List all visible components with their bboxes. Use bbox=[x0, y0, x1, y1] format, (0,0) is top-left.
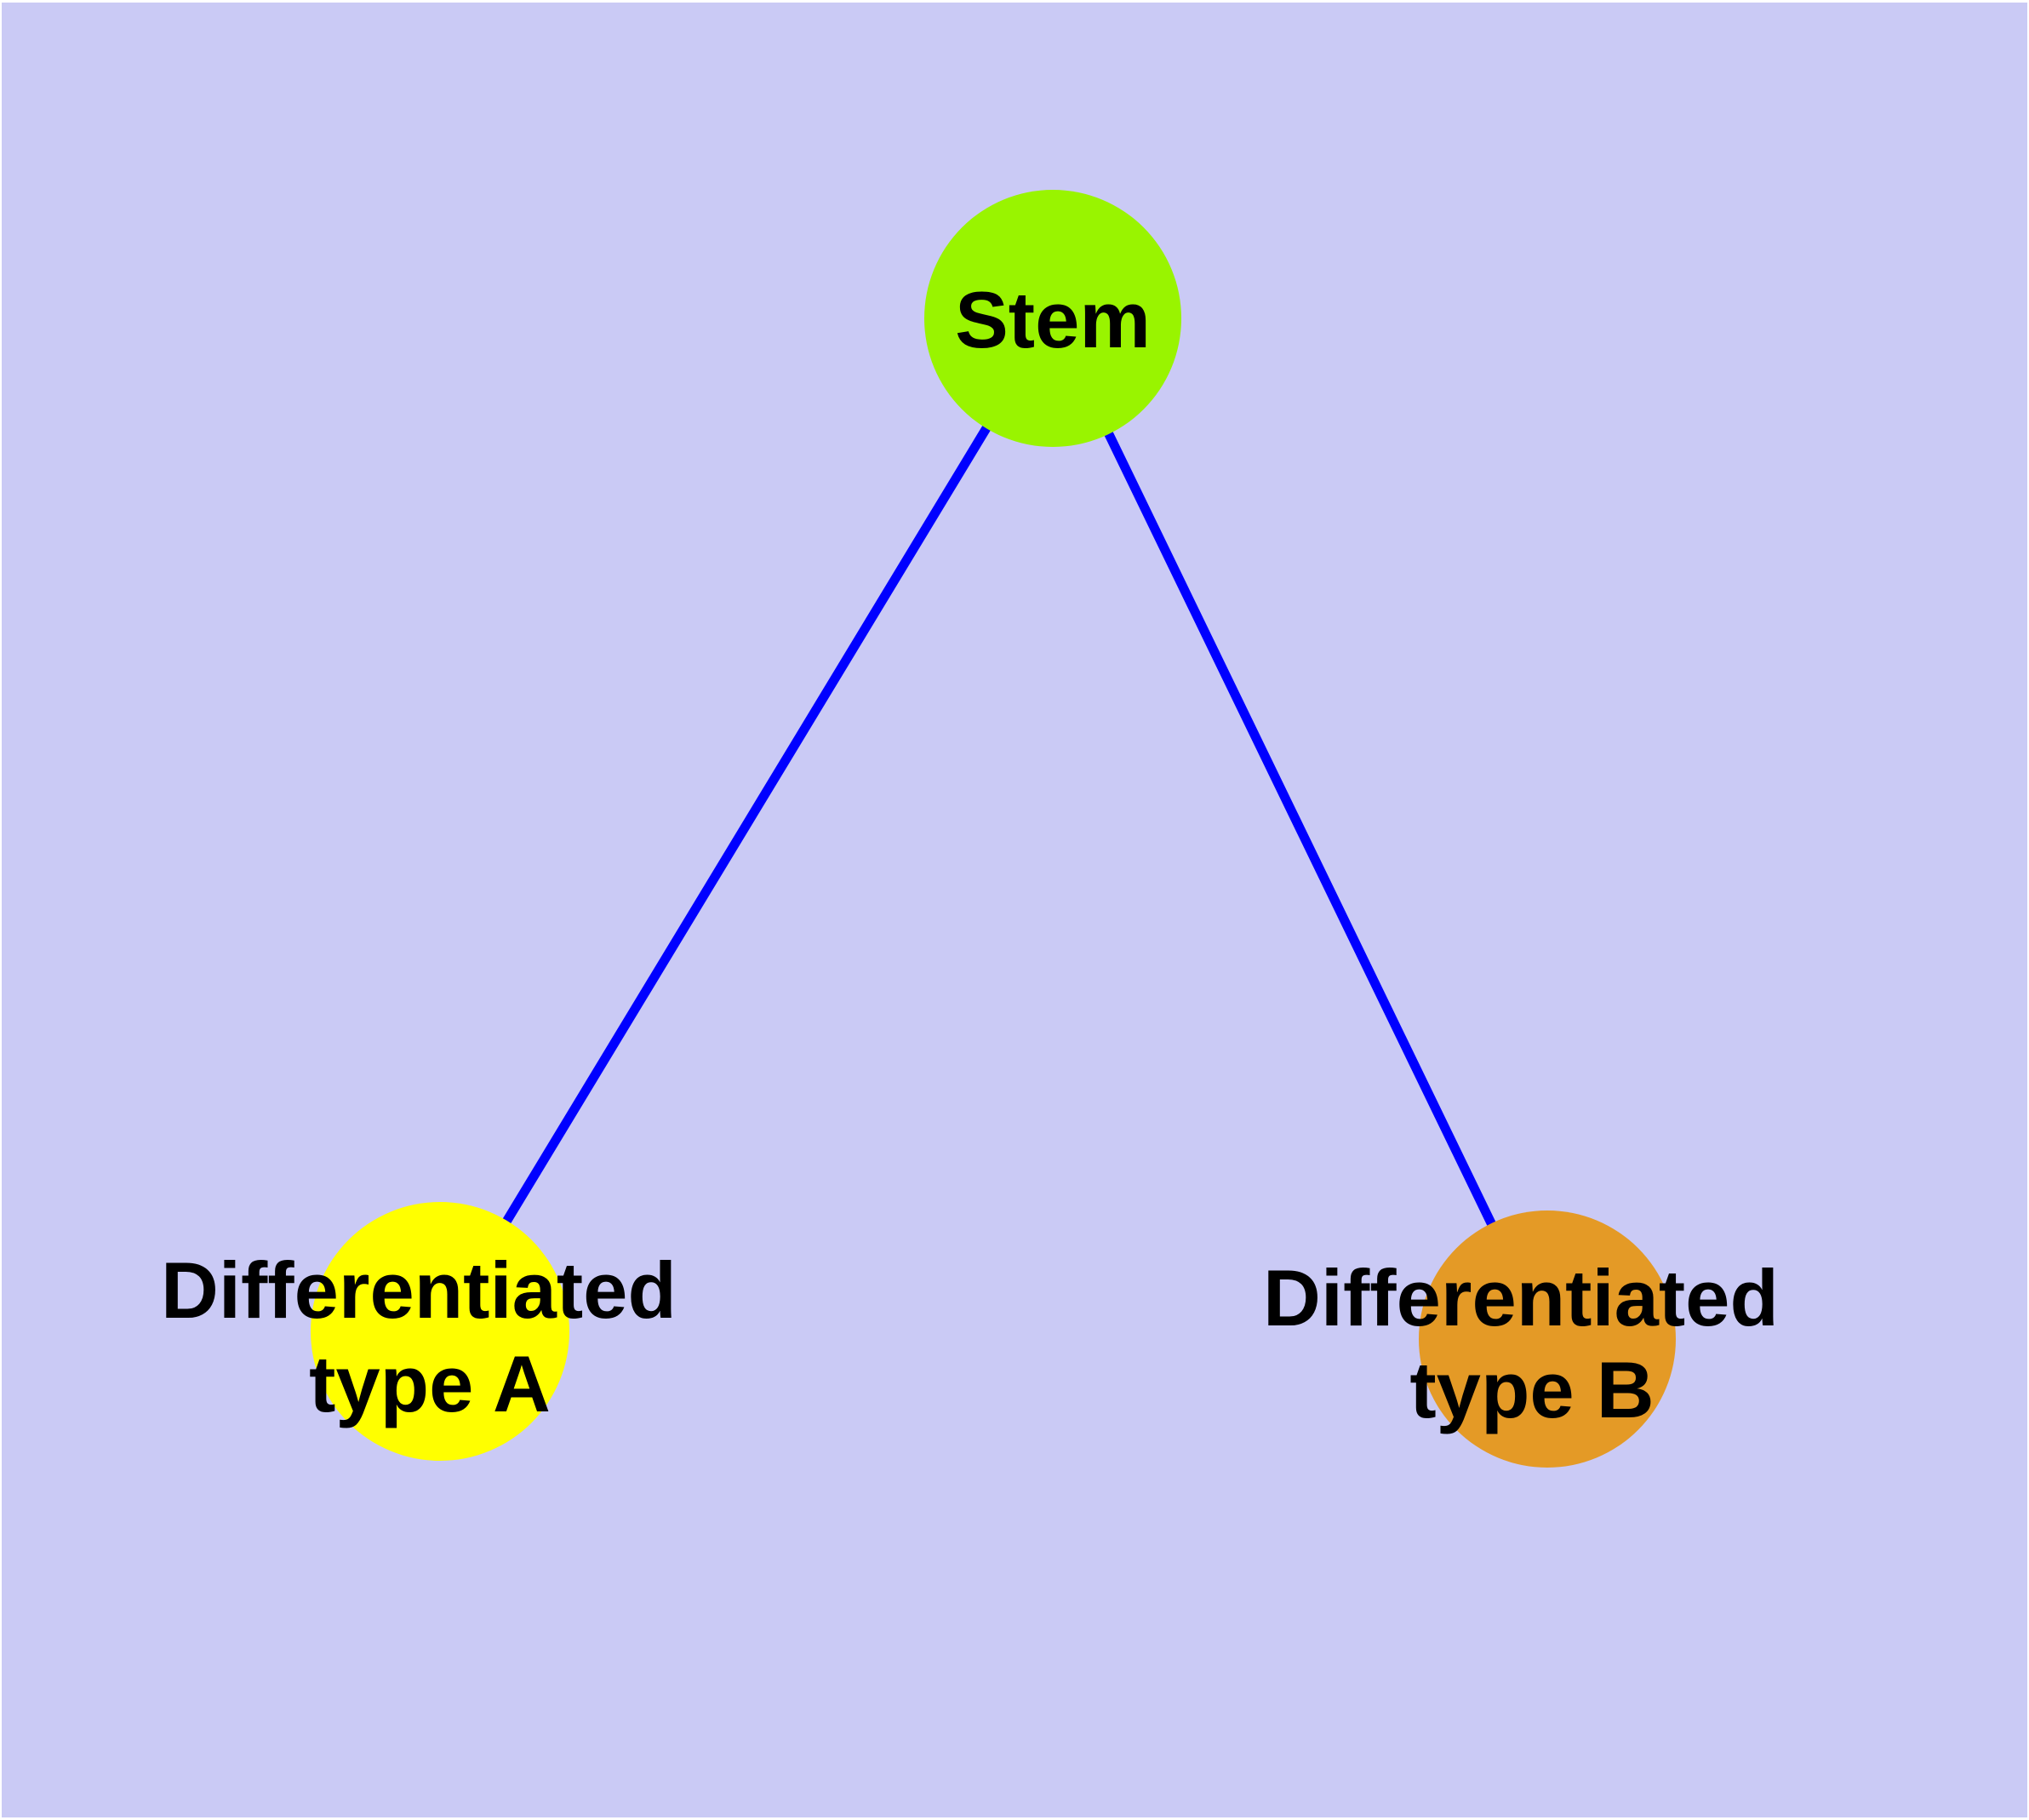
node-type-b-circle bbox=[1419, 1210, 1676, 1468]
node-type-b-label-line-1: Differentiated bbox=[1263, 1253, 1779, 1342]
node-type-b-label: Differentiated type B bbox=[1263, 1253, 1801, 1434]
edge-stem-to-type-b bbox=[1049, 316, 1552, 1342]
node-type-a-label-line-2: type A bbox=[309, 1339, 551, 1428]
node-stem-label: Stem bbox=[955, 275, 1151, 364]
node-stem-circle bbox=[924, 190, 1181, 447]
node-type-a-circle bbox=[311, 1202, 569, 1461]
node-type-a-label: Differentiated type A bbox=[161, 1245, 699, 1428]
node-stem-label-line: Stem bbox=[955, 275, 1151, 364]
edge-stem-to-type-a bbox=[436, 316, 1057, 1334]
node-type-b-label-line-2: type B bbox=[1409, 1345, 1654, 1434]
node-type-a-label-line-1: Differentiated bbox=[161, 1245, 677, 1335]
